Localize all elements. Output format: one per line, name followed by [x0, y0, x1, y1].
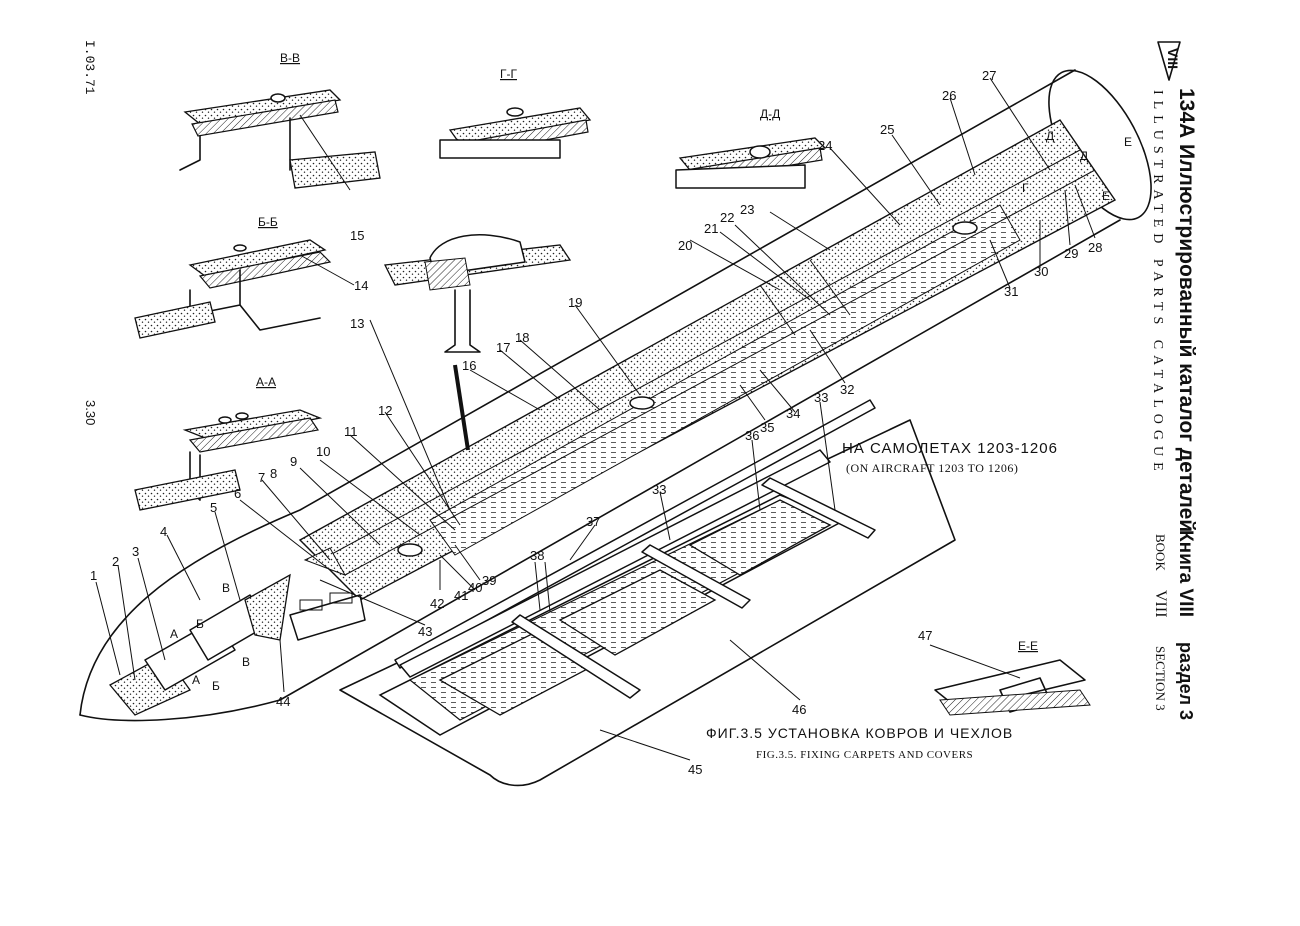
callout-34: 34: [786, 406, 800, 421]
callout-33a: 33: [814, 390, 828, 405]
callout-42: 42: [430, 596, 444, 611]
nose-floor-parts: [108, 547, 366, 716]
callout-44: 44: [276, 694, 290, 709]
callout-27: 27: [982, 68, 996, 83]
section-title-e-e: Е-Е: [1018, 639, 1038, 653]
mark-e-2: Е: [1102, 189, 1110, 203]
floor-carpet: [298, 119, 1117, 601]
leader-lines: [95, 77, 1096, 761]
mark-g: Г: [1022, 181, 1029, 195]
doc-code: I.03.71: [82, 40, 97, 95]
header-section-ru: раздел 3: [1176, 642, 1196, 720]
callout-1: 1: [90, 568, 97, 583]
section-view-a-a: [134, 409, 323, 511]
section-view-g-g: [439, 107, 592, 159]
callout-37: 37: [586, 514, 600, 529]
section-marks: А А Б Б В В Г Д Д Е Е: [170, 129, 1132, 693]
header-book-en: BOOK: [1153, 534, 1168, 571]
callout-8: 8: [270, 466, 277, 481]
callout-16: 16: [462, 358, 476, 373]
mark-v-1: В: [222, 581, 230, 595]
header-section-en: SECTION 3: [1153, 646, 1168, 711]
section-title-d-d: Д-Д: [760, 107, 780, 121]
callout-2: 2: [112, 554, 119, 569]
section-title-g-g: Г-Г: [500, 67, 517, 81]
svg-text:I.03.71: I.03.71: [82, 40, 97, 95]
callout-18: 18: [515, 330, 529, 345]
callout-29: 29: [1064, 246, 1078, 261]
callout-31: 31: [1004, 284, 1018, 299]
callout-45: 45: [688, 762, 702, 777]
callout-7: 7: [258, 470, 265, 485]
callout-5: 5: [210, 500, 217, 515]
svg-text:VIII: VIII: [1165, 48, 1181, 69]
callout-9: 9: [290, 454, 297, 469]
callout-14: 14: [354, 278, 368, 293]
callout-36: 36: [745, 428, 759, 443]
section-view-v-v: [179, 89, 381, 189]
callout-19: 19: [568, 295, 582, 310]
callout-40: 40: [468, 580, 482, 595]
mark-d-1: Д: [1046, 129, 1054, 143]
callout-22: 22: [720, 210, 734, 225]
callout-21: 21: [704, 221, 718, 236]
callout-35: 35: [760, 420, 774, 435]
section-view-d-d: [675, 137, 827, 189]
callout-25: 25: [880, 122, 894, 137]
section-titles: В-В Г-Г Д-Д Б-Б А-А Е-Е: [256, 51, 1038, 653]
section-title-a-a: А-А: [256, 375, 276, 389]
mark-a-2: А: [192, 673, 200, 687]
section-view-e-e: [934, 659, 1091, 716]
callout-6: 6: [234, 486, 241, 501]
callout-24: 24: [818, 138, 832, 153]
callout-47: 47: [918, 628, 932, 643]
section-title-b-b: Б-Б: [258, 215, 278, 229]
callout-11: 11: [344, 424, 358, 439]
mark-d-2: Д: [1080, 149, 1088, 163]
callout-17: 17: [496, 340, 510, 355]
callout-labels: 1 2 3 4 5 6 7 8 9 10 11 12 13 14 15 16 1…: [90, 68, 1102, 777]
header-logo: VIII: [1157, 41, 1181, 81]
callout-23: 23: [740, 202, 754, 217]
callout-13: 13: [350, 316, 364, 331]
callout-15: 15: [350, 228, 364, 243]
page-number: 3.30: [83, 400, 98, 425]
callout-32: 32: [840, 382, 854, 397]
callout-10: 10: [316, 444, 330, 459]
mark-b-2: Б: [212, 679, 220, 693]
callout-33b: 33: [652, 482, 666, 497]
aircraft-note-ru: НА САМОЛЕТАХ 1203-1206: [842, 440, 1058, 457]
callout-20: 20: [678, 238, 692, 253]
callout-26: 26: [942, 88, 956, 103]
callout-43: 43: [418, 624, 432, 639]
mark-v-2: В: [242, 655, 250, 669]
figure-caption-en: FIG.3.5. FIXING CARPETS AND COVERS: [756, 749, 973, 761]
header-book-ru: Книга VIII: [1175, 530, 1196, 617]
beam-detail: [384, 234, 572, 451]
callout-46: 46: [792, 702, 806, 717]
mark-e-1: Е: [1124, 135, 1132, 149]
figure-caption-ru: ФИГ.3.5 УСТАНОВКА КОВРОВ И ЧЕХЛОВ: [706, 725, 1013, 741]
aircraft-note-en: (ON AIRCRAFT 1203 TO 1206): [846, 461, 1018, 475]
callout-28: 28: [1088, 240, 1102, 255]
header-title-ru: 134А Иллюстрированный каталог деталей: [1175, 88, 1198, 532]
callout-41: 41: [454, 588, 468, 603]
mark-b-1: Б: [196, 617, 204, 631]
callout-4: 4: [160, 524, 167, 539]
mark-a-1: А: [170, 627, 178, 641]
section-title-v-v: В-В: [280, 51, 300, 65]
callout-38: 38: [530, 548, 544, 563]
callout-12: 12: [378, 403, 392, 418]
header-book-num: VIII: [1152, 590, 1169, 618]
header-title-en: ILLUSTRATED PARTS CATALOGUE: [1150, 90, 1165, 477]
callout-3: 3: [132, 544, 139, 559]
section-view-b-b: [134, 239, 332, 339]
callout-30: 30: [1034, 264, 1048, 279]
callout-39: 39: [482, 573, 496, 588]
